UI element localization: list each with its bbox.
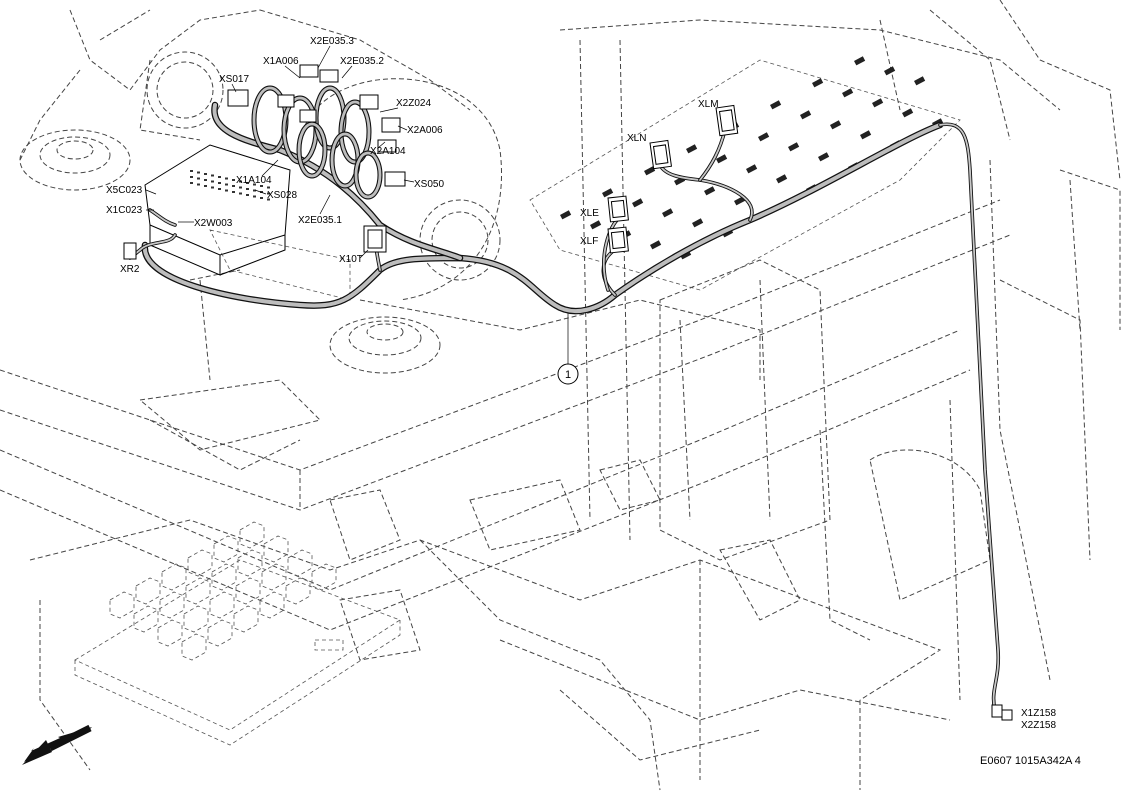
label-xs028: XS028 <box>267 190 297 201</box>
label-x1a104: X1A104 <box>236 175 272 186</box>
label-x2a104: X2A104 <box>370 146 406 157</box>
connectors <box>123 64 1013 721</box>
label-xlm: XLM <box>698 99 719 110</box>
label-x5c023: X5C023 <box>106 185 143 196</box>
callout-1: 1 <box>557 313 579 385</box>
label-xr2: XR2 <box>120 264 140 275</box>
figure-reference-code: E0607 1015A342A 4 <box>980 755 1081 767</box>
label-xs017: XS017 <box>219 74 249 85</box>
arrow-down-left-icon <box>22 724 92 765</box>
label-xle: XLE <box>580 208 599 219</box>
label-x10t: X10T <box>339 254 363 265</box>
harness-coils <box>251 85 383 200</box>
label-x2z024: X2Z024 <box>396 98 431 109</box>
callout-number: 1 <box>565 369 571 381</box>
label-x2e035-3: X2E035.3 <box>310 36 354 47</box>
label-x1c023: X1C023 <box>106 205 143 216</box>
connector-labels: X2E035.3 X1A006 X2E035.2 XS017 X2Z024 X2… <box>106 36 1056 731</box>
label-x2e035-2: X2E035.2 <box>340 56 384 67</box>
label-x1a006: X1A006 <box>263 56 299 67</box>
label-xlf: XLF <box>580 236 598 247</box>
label-x2e035-1: X2E035.1 <box>298 215 342 226</box>
label-x2a006: X2A006 <box>407 125 443 136</box>
label-xs050: XS050 <box>414 179 444 190</box>
main-harness <box>128 101 1001 712</box>
label-x2z158: X2Z158 <box>1021 720 1056 731</box>
label-x1z158: X1Z158 <box>1021 708 1056 719</box>
label-xln: XLN <box>627 133 646 144</box>
relay-fuse-board <box>74 521 401 746</box>
label-x2w003: X2W003 <box>194 218 233 229</box>
